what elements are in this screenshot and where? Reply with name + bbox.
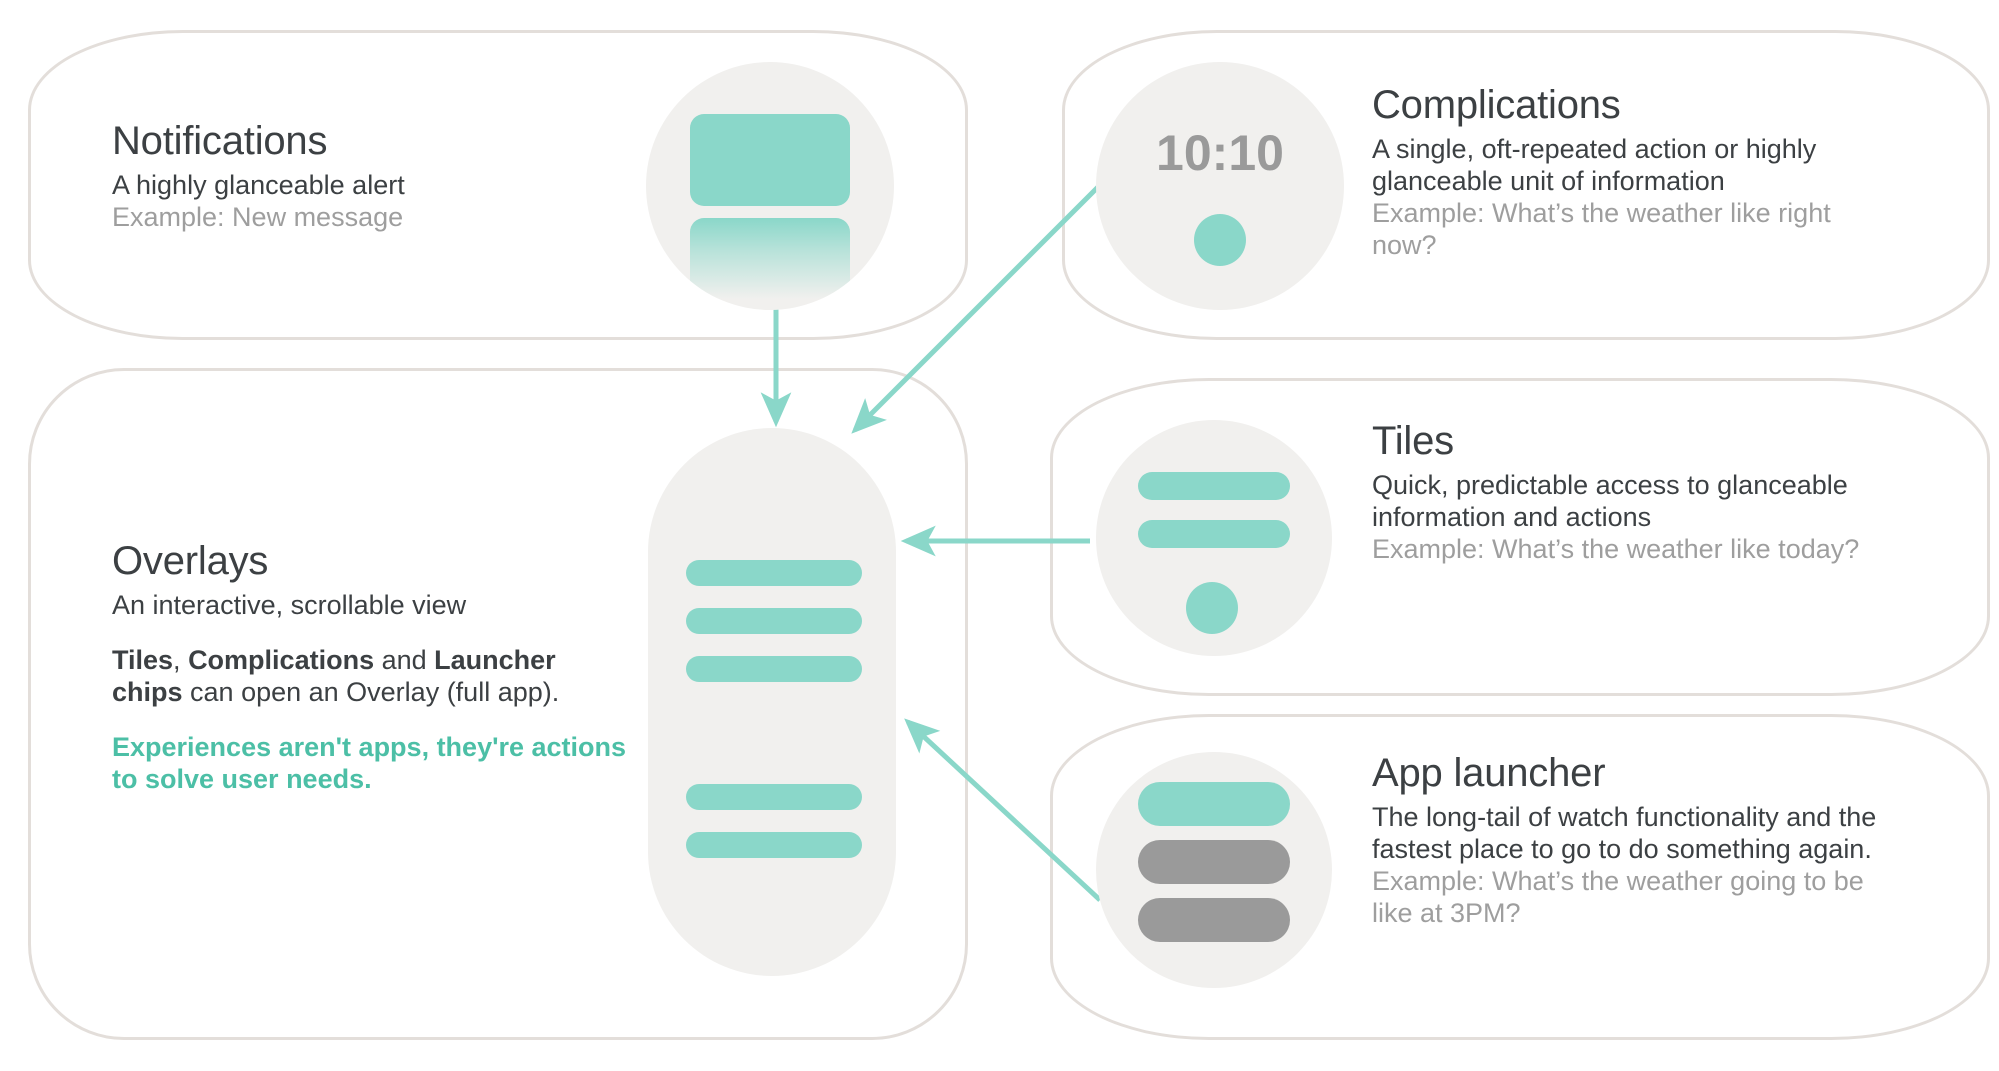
overlays-paragraph: Tiles, Complications and Launcher chips …	[112, 644, 632, 709]
overlays-paragraph-text-1: ,	[173, 644, 189, 675]
tiles-title: Tiles	[1372, 419, 1454, 463]
card-overlays	[28, 368, 968, 1040]
complications-title: Complications	[1372, 83, 1621, 127]
notification-card-solid-shape	[690, 114, 850, 206]
app-launcher-example: Example: What’s the weather going to be …	[1372, 865, 1864, 928]
overlay-pill-illustration	[648, 428, 896, 976]
overlays-paragraph-bold-tiles: Tiles	[112, 644, 174, 675]
notification-watch-illustration	[646, 62, 894, 310]
overlays-accent-statement: Experiences aren't apps, they're actions…	[112, 731, 627, 795]
app-launcher-title: App launcher	[1372, 751, 1606, 795]
overlay-list-bar	[686, 656, 862, 682]
complications-example: Example: What’s the weather like right n…	[1372, 197, 1831, 260]
notifications-body: A highly glanceable alert	[112, 170, 405, 200]
launcher-chip	[1138, 840, 1290, 884]
overlays-paragraph-text-2: and	[374, 644, 435, 675]
tiles-example: Example: What’s the weather like today?	[1372, 533, 1860, 564]
app-launcher-text-block: App launcher The long-tail of watch func…	[1372, 750, 1902, 929]
tile-bar	[1138, 472, 1290, 500]
complications-body: A single, oft-repeated action or highly …	[1372, 134, 1817, 196]
app-launcher-body: The long-tail of watch functionality and…	[1372, 802, 1877, 864]
launcher-chip	[1138, 898, 1290, 942]
overlays-text-block: Overlays An interactive, scrollable view…	[112, 538, 632, 795]
tiles-body: Quick, predictable access to glanceable …	[1372, 470, 1848, 532]
overlays-paragraph-text-3: can open an Overlay (full app).	[182, 677, 560, 708]
notification-card-faded-shape	[690, 218, 850, 310]
complications-text-block: Complications A single, oft-repeated act…	[1372, 82, 1902, 261]
tile-bar	[1138, 520, 1290, 548]
overlays-spacer-2	[112, 709, 632, 731]
overlays-paragraph-bold-launcher-chips: Launcher chips	[112, 644, 556, 708]
notifications-title: Notifications	[112, 119, 328, 163]
tiles-text-block: Tiles Quick, predictable access to glanc…	[1372, 418, 1872, 566]
launcher-chip-active	[1138, 782, 1290, 826]
card-tiles	[1050, 378, 1990, 696]
overlays-body: An interactive, scrollable view	[112, 590, 467, 620]
complication-dot-shape	[1194, 214, 1246, 266]
overlay-list-bar	[686, 560, 862, 586]
overlays-paragraph-bold-complications: Complications	[188, 644, 375, 675]
overlay-list-bar	[686, 608, 862, 634]
complication-watchface-illustration: 10:10	[1096, 62, 1344, 310]
watchface-time-label: 10:10	[1156, 125, 1284, 181]
notifications-text-block: Notifications A highly glanceable alert …	[112, 118, 632, 234]
app-launcher-illustration	[1096, 752, 1332, 988]
tiles-illustration	[1096, 420, 1332, 656]
overlay-list-bar	[686, 784, 862, 810]
notifications-example: Example: New message	[112, 201, 404, 232]
overlays-spacer-1	[112, 622, 632, 644]
tile-dot-shape	[1186, 582, 1238, 634]
overlay-list-bar	[686, 832, 862, 858]
overlays-title: Overlays	[112, 539, 269, 583]
